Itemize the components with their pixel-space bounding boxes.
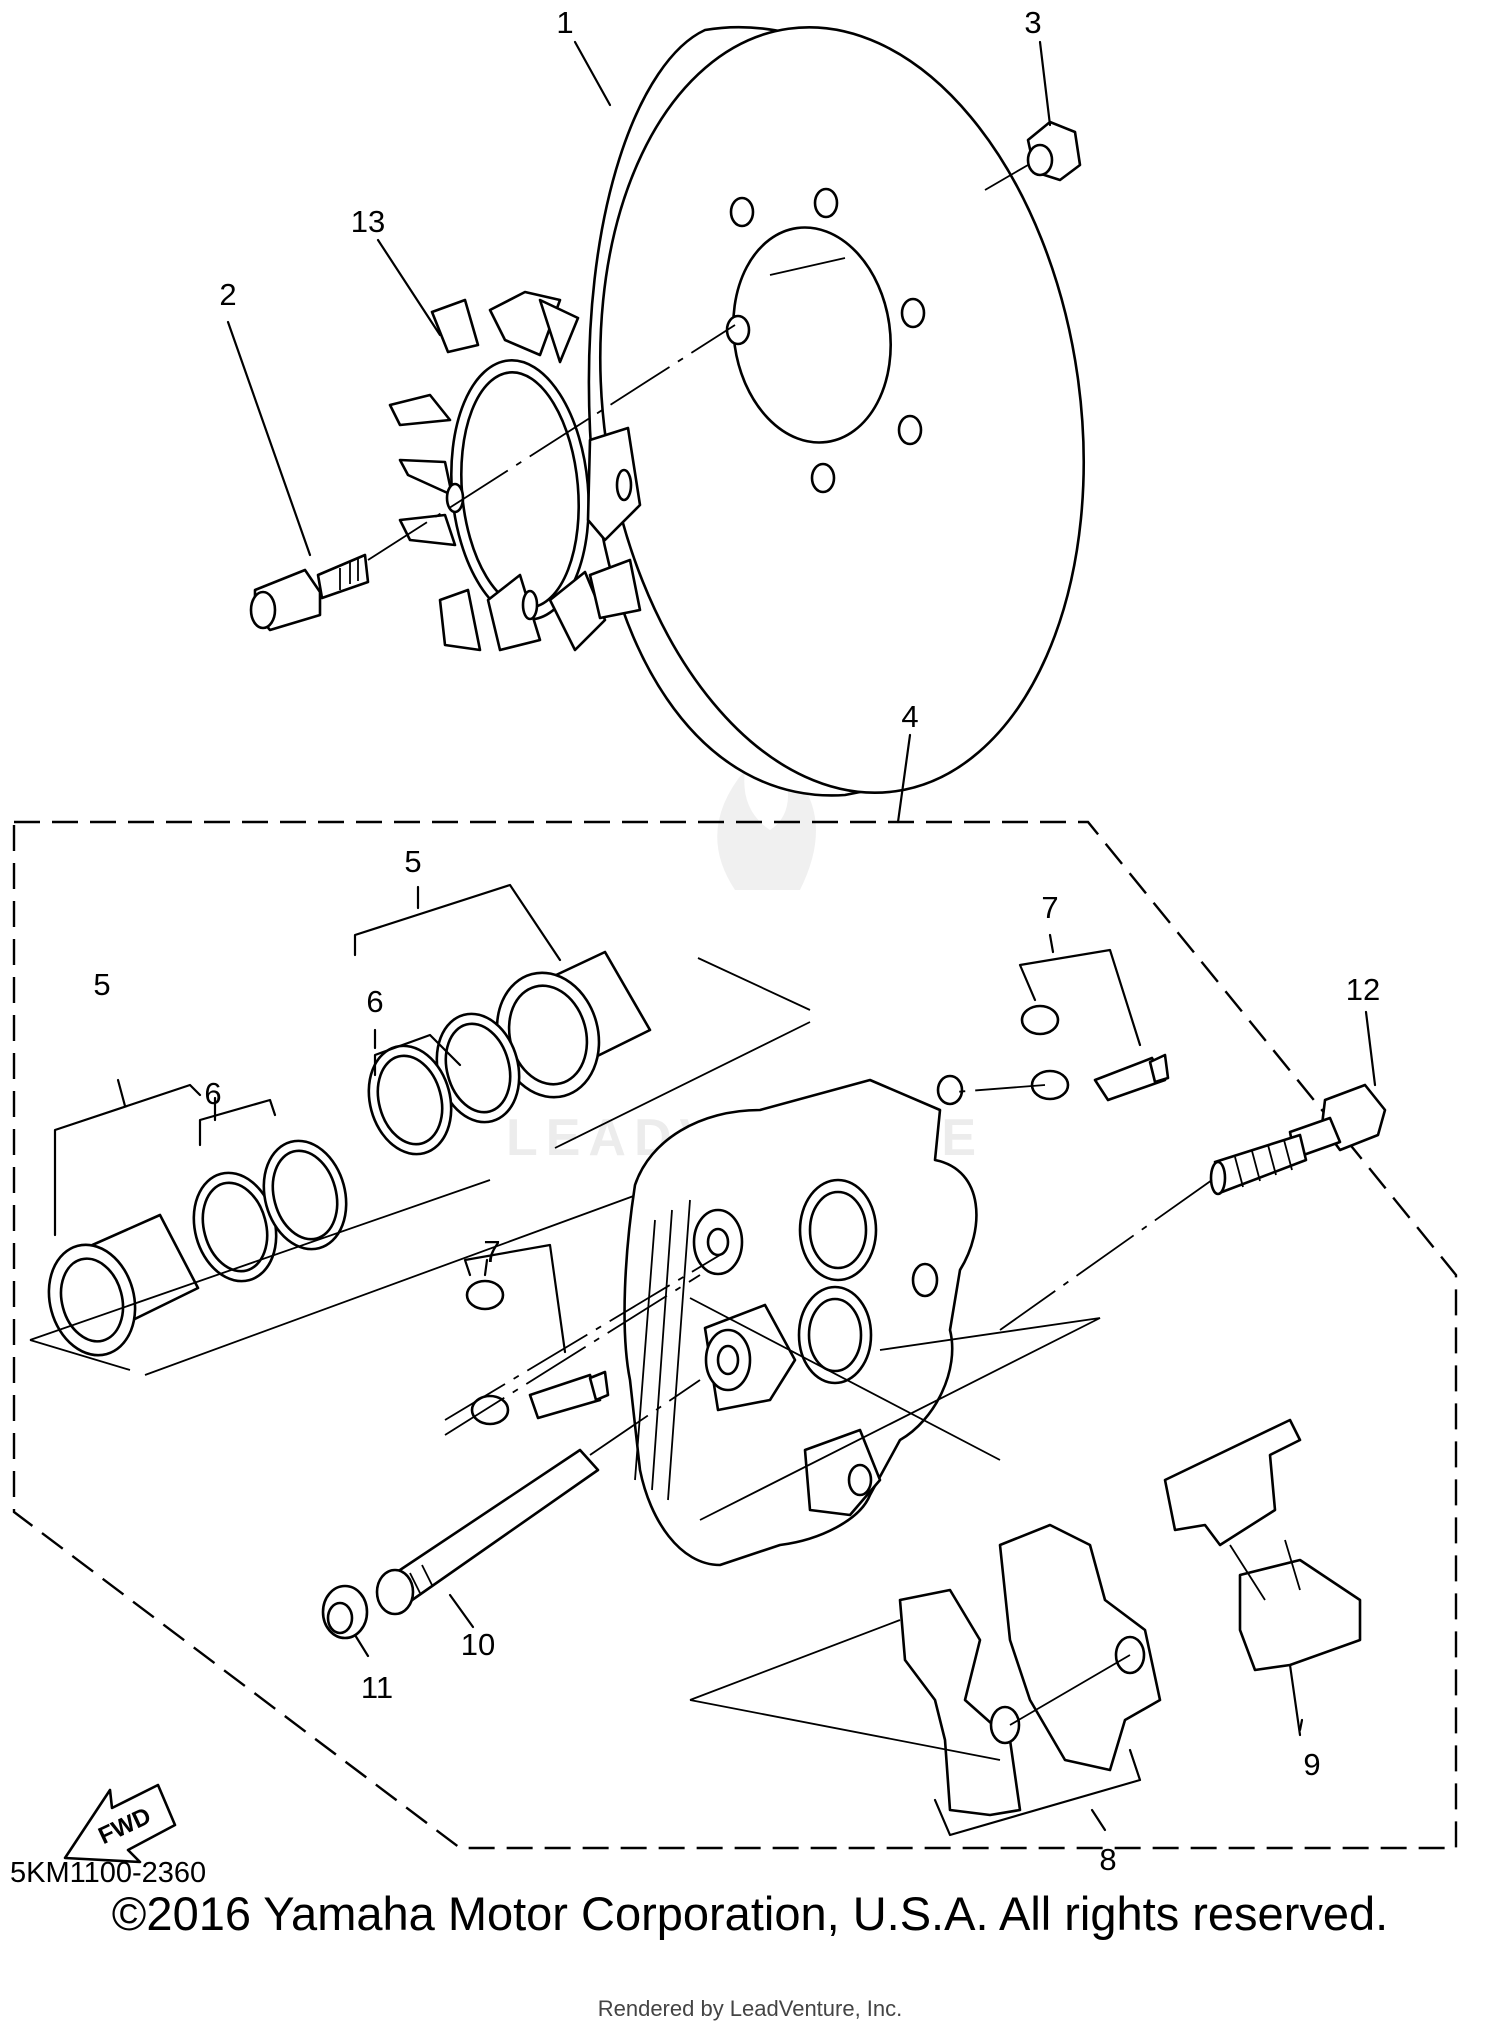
callout-5-upper: 5 [404, 844, 421, 879]
diagram-code: 5KM1100-2360 [10, 1857, 207, 1889]
flame-logo-icon [717, 760, 816, 890]
disc-guard [388, 290, 642, 652]
forward-direction-arrow: FWD [63, 1783, 177, 1864]
caliper-body [623, 1074, 1101, 1567]
disc-bolt [249, 324, 736, 632]
callout-9: 9 [1303, 1747, 1320, 1782]
callout-12: 12 [1346, 972, 1380, 1007]
callout-1: 1 [556, 5, 573, 40]
callout-6-lower: 6 [204, 1076, 221, 1111]
bleed-screw-lower [444, 1243, 721, 1436]
pad-spring [1163, 1418, 1362, 1737]
leader-lines [116, 40, 1377, 1832]
callout-2: 2 [219, 277, 236, 312]
caliper-pin-bolt [999, 1083, 1387, 1331]
callout-13: 13 [351, 204, 385, 239]
callout-6-upper: 6 [366, 984, 383, 1019]
piston-set-lower [29, 1083, 651, 1376]
callout-10: 10 [461, 1627, 495, 1662]
callout-labels: 1 2 3 13 4 5 6 5 6 7 12 7 10 11 9 8 [93, 5, 1380, 1877]
pin-plug [321, 1584, 369, 1640]
pad-pin [375, 1379, 701, 1616]
callout-7-upper: 7 [1041, 890, 1058, 925]
callout-7-lower: 7 [483, 1234, 500, 1269]
brake-disc [587, 25, 1085, 797]
bleed-screw-upper [954, 948, 1170, 1102]
callout-11: 11 [361, 1670, 393, 1705]
rendered-by-note: Rendered by LeadVenture, Inc. [597, 1996, 903, 2021]
nut-part [984, 120, 1082, 191]
callout-5-lower: 5 [93, 967, 110, 1002]
piston-set-upper [353, 883, 811, 1156]
brake-pads [689, 1523, 1162, 1837]
callout-4: 4 [901, 699, 918, 734]
callout-8: 8 [1099, 1842, 1116, 1877]
callout-3: 3 [1024, 5, 1041, 40]
copyright-notice: ©2016 Yamaha Motor Corporation, U.S.A. A… [111, 1887, 1389, 1940]
caliper-assembly-boundary [12, 820, 1458, 1850]
